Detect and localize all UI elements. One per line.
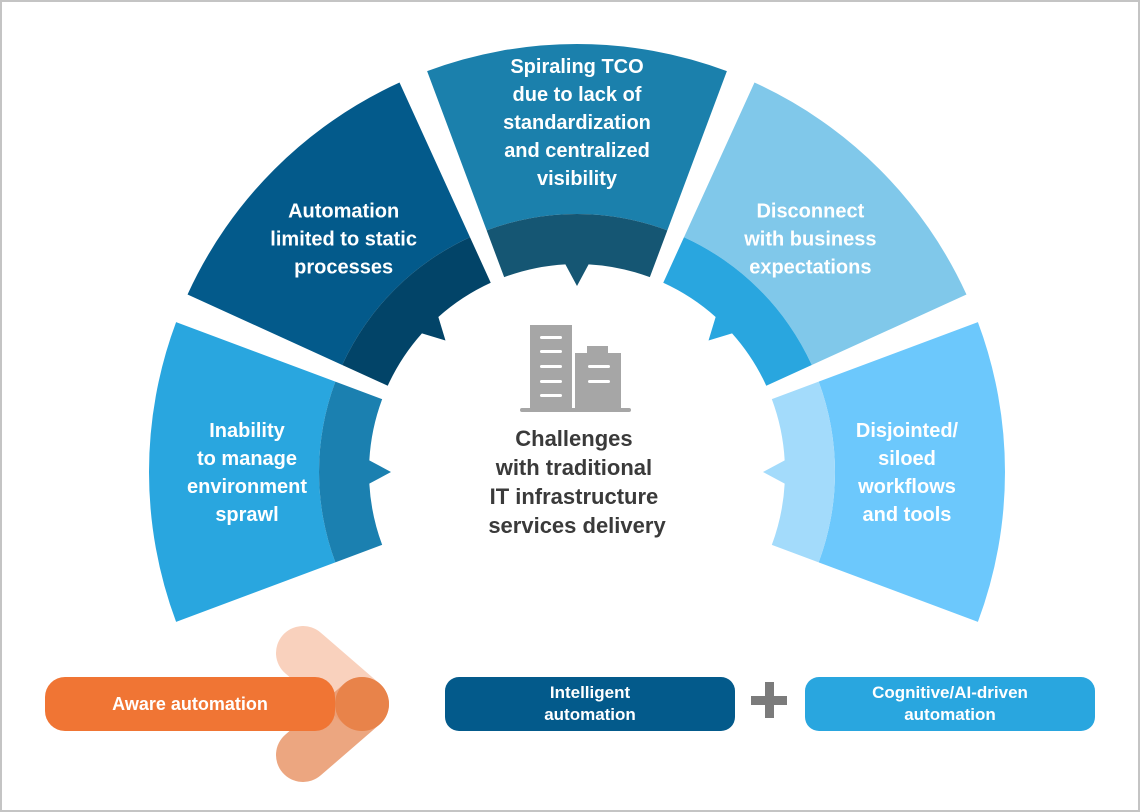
center-title: Challenges with traditional IT infrastru… bbox=[488, 426, 666, 538]
segment-business-disconnect: Disconnect with business expectations bbox=[663, 82, 967, 386]
segment-label-line: and centralized bbox=[504, 140, 650, 162]
segment-label-line: processes bbox=[294, 257, 393, 279]
label-line: Intelligent bbox=[549, 683, 631, 702]
segment-label-line: Disjointed/ bbox=[856, 420, 959, 442]
center-title-line: services delivery bbox=[488, 513, 666, 538]
segment-label-line: Inability bbox=[209, 420, 285, 442]
segment-label: Disconnect with business expectations bbox=[743, 201, 876, 279]
segment-label-line: workflows bbox=[857, 476, 956, 498]
segment-inner-band bbox=[663, 237, 812, 386]
segment-label-line: Disconnect bbox=[756, 201, 864, 223]
segment-label-line: with business bbox=[743, 229, 876, 251]
segment-label-line: sprawl bbox=[215, 504, 278, 526]
aware-automation-arrow-icon bbox=[276, 626, 389, 782]
plus-icon-bar bbox=[765, 682, 774, 718]
segment-outer-band bbox=[149, 322, 336, 622]
segment-siloed-workflows: Disjointed/siloed workflows and tools bbox=[763, 322, 1005, 622]
center-title-line: with traditional bbox=[495, 455, 652, 480]
segment-label-line: standardization bbox=[503, 112, 651, 134]
office-buildings-icon bbox=[520, 325, 631, 412]
label-line: automation bbox=[904, 705, 996, 724]
center-title-line: Challenges bbox=[515, 426, 632, 451]
segment-label: Automation limited to static processes bbox=[270, 201, 417, 279]
intelligent-automation-label: Intelligent automation bbox=[544, 682, 636, 726]
segment-label-line: expectations bbox=[749, 257, 871, 279]
segment-label-line: limited to static bbox=[270, 229, 417, 251]
segment-inner-band bbox=[763, 381, 835, 563]
segment-label-line: visibility bbox=[537, 168, 618, 190]
segment-outer-band bbox=[427, 44, 727, 231]
segment-label: Disjointed/siloed workflows and tools bbox=[856, 420, 959, 526]
segment-static-processes: Automation limited to static processes bbox=[187, 82, 491, 386]
label-line: Cognitive/AI-driven bbox=[872, 683, 1028, 702]
segment-outer-band bbox=[187, 82, 471, 366]
plus-icon bbox=[751, 682, 787, 718]
center-title-line: IT infrastructure bbox=[490, 484, 659, 509]
segment-label: Inability to manage environment sprawl bbox=[187, 420, 307, 526]
segment-label-line: Automation bbox=[288, 201, 399, 223]
segment-label: Spiraling TCO due to lack of standardizati… bbox=[503, 56, 651, 190]
segment-label-line: Spiraling TCO bbox=[510, 56, 643, 78]
cognitive-automation-badge: Cognitive/AI-driven automation bbox=[805, 677, 1095, 731]
segment-label-line: and tools bbox=[863, 504, 952, 526]
label-line: automation bbox=[544, 705, 636, 724]
aware-automation-label: Aware automation bbox=[112, 693, 268, 714]
segments-layer: Inability to manage environment sprawl Autom… bbox=[149, 44, 1005, 622]
segment-environment-sprawl: Inability to manage environment sprawl bbox=[149, 322, 391, 622]
segment-spiraling-tco: Spiraling TCO due to lack of standardizati… bbox=[427, 44, 727, 286]
segment-inner-band bbox=[342, 237, 491, 386]
segment-label-line: siloed bbox=[878, 448, 936, 470]
segment-label-line: due to lack of bbox=[513, 84, 642, 106]
intelligent-automation-badge: Intelligent automation bbox=[445, 677, 735, 731]
segment-label-line: to manage bbox=[197, 448, 297, 470]
segment-outer-band bbox=[818, 322, 1005, 622]
cognitive-automation-label: Cognitive/AI-driven automation bbox=[872, 682, 1028, 726]
segment-label-line: environment bbox=[187, 476, 307, 498]
segment-inner-band bbox=[318, 381, 391, 563]
aware-automation-badge: Aware automation bbox=[45, 677, 335, 731]
segment-inner-band bbox=[486, 213, 668, 286]
segment-outer-band bbox=[683, 82, 967, 366]
